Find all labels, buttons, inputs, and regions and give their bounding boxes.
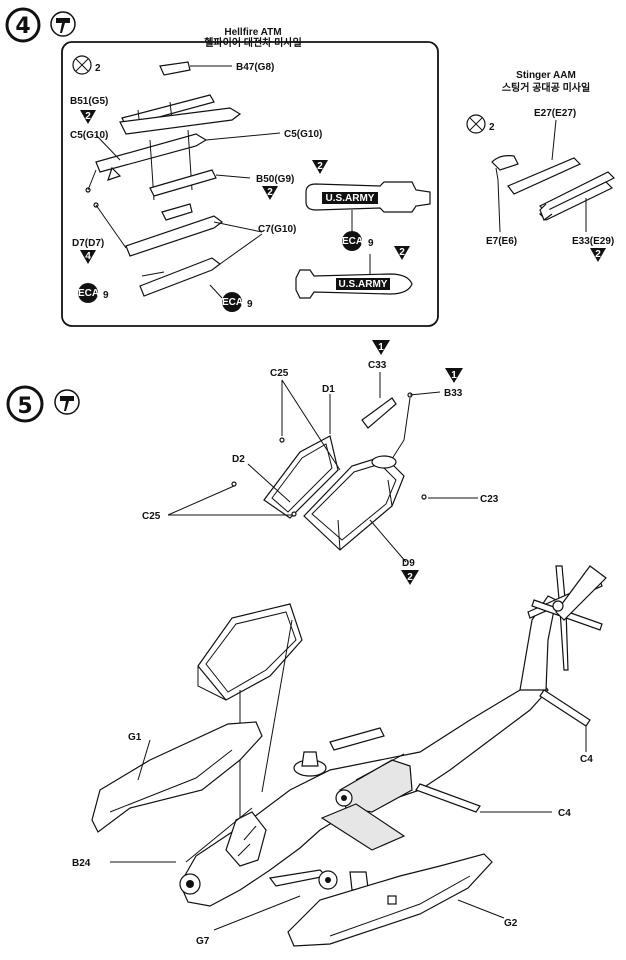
decal-number-a: 9 <box>103 290 109 301</box>
svg-text:1: 1 <box>451 370 457 381</box>
step-5-number: 5 <box>17 394 32 419</box>
label-c23: C23 <box>480 494 499 505</box>
label-d2: D2 <box>232 454 245 465</box>
label-e27: E27(E27) <box>534 108 576 119</box>
step-5-circle <box>6 385 44 423</box>
badge-d7: 4 <box>80 250 96 264</box>
badge-b33: 1 <box>445 368 463 383</box>
label-g7: G7 <box>196 936 210 947</box>
stinger-rack-drawing <box>491 155 616 232</box>
stinger-subtitle: 스팅거 공대공 미사일 <box>502 81 590 94</box>
svg-text:DECAL: DECAL <box>71 288 105 299</box>
decal-marker-b: DECAL 9 <box>215 292 253 312</box>
svg-text:2: 2 <box>407 572 413 583</box>
svg-text:2: 2 <box>267 187 273 198</box>
helicopter-drawing <box>91 565 607 947</box>
label-b33: B33 <box>444 388 463 399</box>
svg-text:1: 1 <box>378 342 384 353</box>
quantity-marker-hellfire: 2 <box>72 55 101 75</box>
badge-e33: 2 <box>590 248 606 262</box>
label-c5-right: C5(G10) <box>284 129 322 140</box>
svg-text:2: 2 <box>85 111 91 122</box>
svg-text:2: 2 <box>595 249 601 260</box>
svg-text:4: 4 <box>85 251 91 262</box>
decal-marker-a: DECAL 9 <box>71 283 109 303</box>
missile-bottom-text: U.S.ARMY <box>339 279 388 290</box>
hellfire-subtitle: 헬파이어 대전차 미사일 <box>204 36 302 49</box>
label-b47: B47(G8) <box>236 62 274 73</box>
hellfire-missile-bottom: 2 U.S.ARMY <box>295 246 413 299</box>
hellfire-title: Hellfire ATM <box>224 27 281 38</box>
label-c4-top: C4 <box>580 754 593 765</box>
label-c5-left: C5(G10) <box>70 130 108 141</box>
svg-text:DECAL: DECAL <box>335 236 369 247</box>
step-4: 4 Hellfire ATM 헬파이어 대전차 미사일 2 <box>5 7 616 327</box>
svg-text:2: 2 <box>317 161 323 172</box>
badge-d9: 2 <box>401 570 419 585</box>
missile-top-text: U.S.ARMY <box>326 193 375 204</box>
hellfire-rack-drawing <box>85 61 281 299</box>
label-g2: G2 <box>504 918 518 929</box>
hellfire-quantity: 2 <box>95 63 101 74</box>
step-4-circle <box>5 7 41 43</box>
stinger-quantity: 2 <box>489 122 495 133</box>
label-e33: E33(E29) <box>572 236 614 247</box>
label-c33: C33 <box>368 360 387 371</box>
label-d9: D9 <box>402 558 415 569</box>
label-b50: B50(G9) <box>256 174 294 185</box>
label-d7: D7(D7) <box>72 238 104 249</box>
canopy-parts-drawing <box>167 372 478 563</box>
label-b51: B51(G5) <box>70 96 108 107</box>
cement-icon <box>50 11 76 37</box>
badge-b51: 2 <box>80 110 96 124</box>
quantity-marker-stinger: 2 <box>466 114 495 134</box>
label-c25-top: C25 <box>270 368 289 379</box>
label-c7: C7(G10) <box>258 224 296 235</box>
badge-missile-bottom: 2 <box>394 246 410 260</box>
label-g1: G1 <box>128 732 142 743</box>
label-b24: B24 <box>72 858 91 869</box>
cement-icon <box>54 389 80 415</box>
stinger-title: Stinger AAM <box>516 70 576 81</box>
step-4-number: 4 <box>15 14 30 39</box>
hellfire-missile-top: 2 U.S.ARMY <box>305 160 431 232</box>
decal-number-b: 9 <box>247 299 253 310</box>
badge-c33: 1 <box>372 340 390 355</box>
svg-text:2: 2 <box>399 247 405 258</box>
label-d1: D1 <box>322 384 335 395</box>
label-c4-bottom: C4 <box>558 808 571 819</box>
badge-missile-top: 2 <box>312 160 328 174</box>
badge-b50: 2 <box>262 186 278 200</box>
decal-marker-c: DECAL 9 <box>335 231 374 251</box>
label-c25-left: C25 <box>142 511 161 522</box>
step-5: 5 <box>6 340 607 947</box>
svg-text:DECAL: DECAL <box>215 297 249 308</box>
label-e7: E7(E6) <box>486 236 517 247</box>
decal-number-c: 9 <box>368 238 374 249</box>
